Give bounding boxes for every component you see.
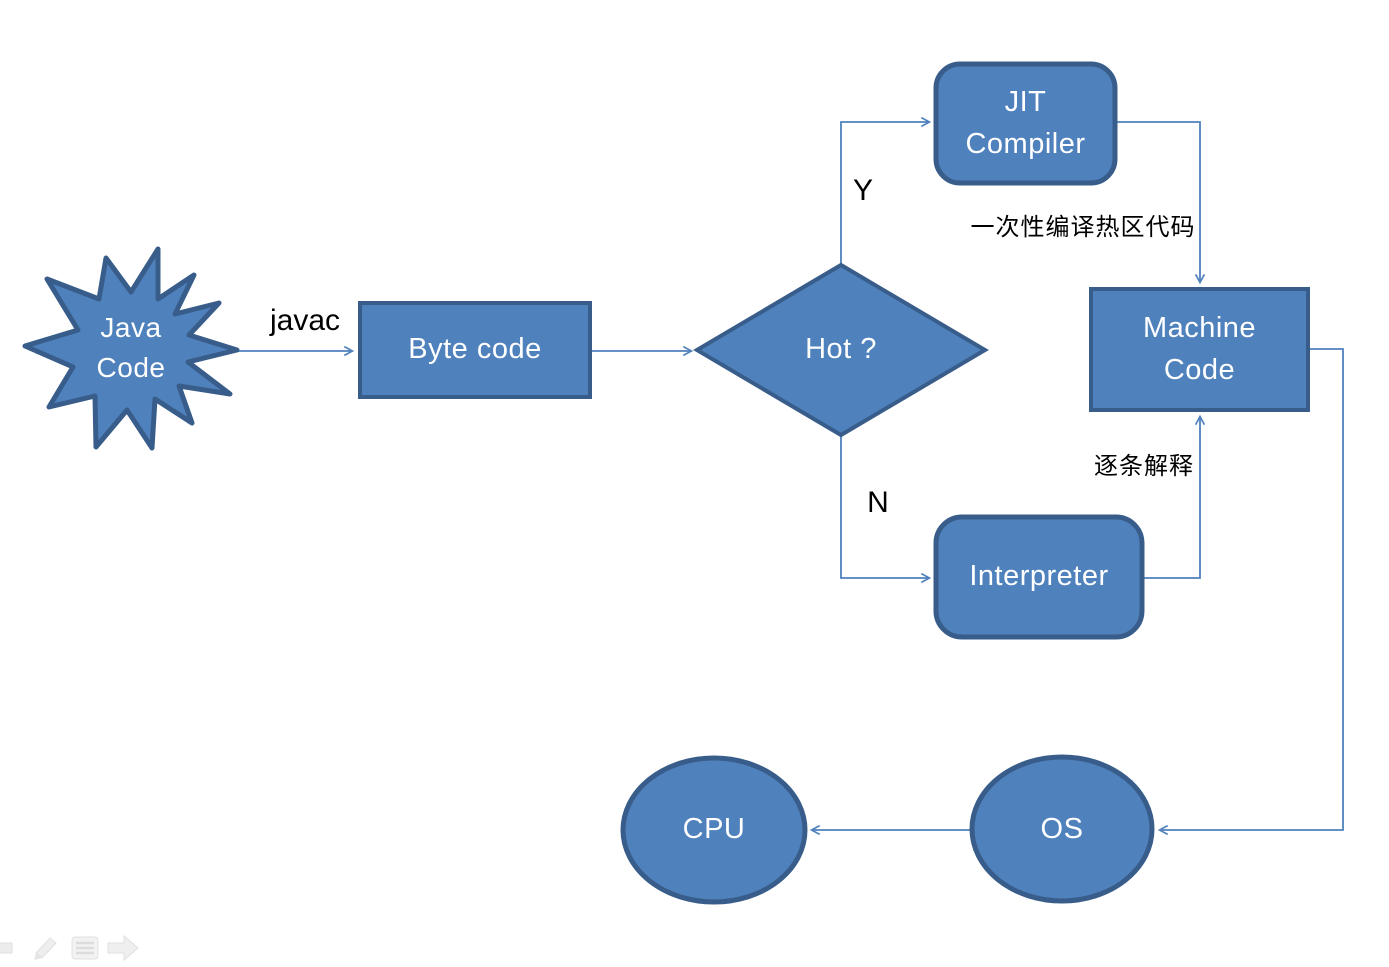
jit-compiler-box [933,61,1118,186]
pen-icon[interactable] [34,937,57,960]
presenter-toolbar [0,934,139,962]
edge-jit-to-machine [1115,121,1200,282]
os-ellipse [969,754,1155,904]
menu-icon[interactable] [71,936,99,960]
next-slide-icon[interactable] [107,934,139,962]
edge-interpreter-to-machine [1142,417,1200,579]
machine-code-box [1089,287,1310,412]
cpu-ellipse [620,755,808,905]
interpreter-box [933,514,1145,640]
byte-code-box [358,301,592,399]
edge-hot-to-interpreter [840,436,929,578]
edge-hot-to-jit [840,122,929,264]
previous-slide-icon[interactable] [0,936,13,960]
java-code-star [22,246,240,451]
hot-diamond [693,262,989,438]
edge-machine-to-os [1160,348,1344,830]
